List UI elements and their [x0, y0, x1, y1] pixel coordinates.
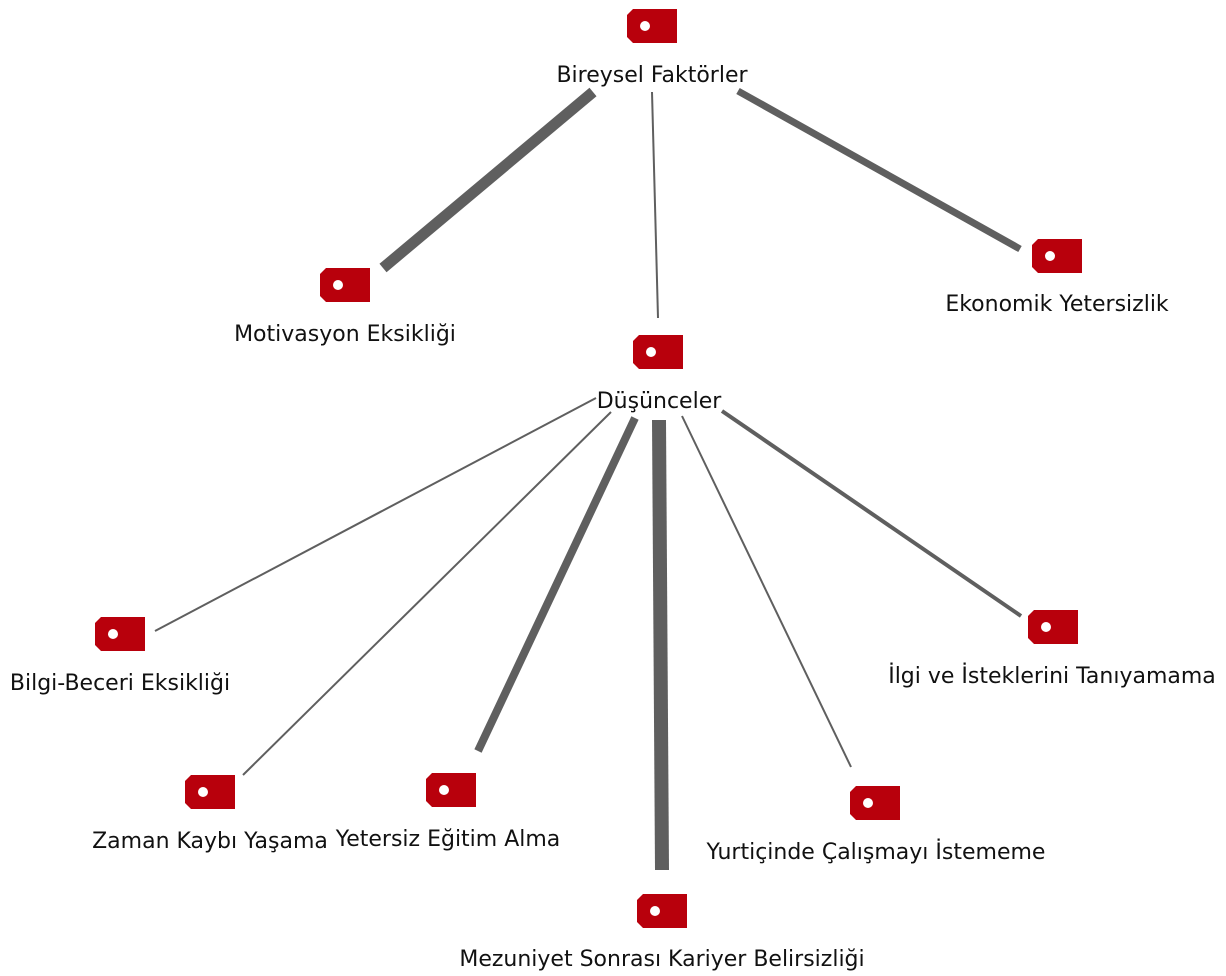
node-label-mezuniyet-sonrasi-kariyer-belirsizligi: Mezuniyet Sonrası Kariyer Belirsizliği	[459, 947, 864, 972]
node-label-zaman-kaybi-yasama: Zaman Kaybı Yaşama	[92, 829, 328, 854]
node-label-bilgi-beceri-eksikligi: Bilgi-Beceri Eksikliği	[10, 671, 230, 696]
edge-dusunceler-ilgi	[720, 409, 1023, 618]
tag-icon[interactable]	[637, 894, 687, 928]
node-label-ekonomik-yetersizlik: Ekonomik Yetersizlik	[945, 292, 1169, 317]
edge-dusunceler-zaman	[242, 411, 612, 776]
tag-icon[interactable]	[627, 9, 677, 43]
node-label-bireysel-faktorler: Bireysel Faktörler	[556, 63, 748, 88]
edge-bireysel-motivasyon	[379, 87, 597, 273]
edge-dusunceler-yurtici	[681, 415, 852, 768]
node-label-ilgi-ve-isteklerini-taniyamama: İlgi ve İsteklerini Tanıyamama	[888, 663, 1216, 689]
tag-icon[interactable]	[95, 617, 145, 651]
tag-icon[interactable]	[1028, 610, 1078, 644]
edge-bireysel-dusunceler	[651, 91, 659, 319]
edge-bireysel-ekonomik	[736, 87, 1022, 253]
tag-icon[interactable]	[850, 786, 900, 820]
edge-dusunceler-yetersiz	[474, 416, 639, 753]
edge-dusunceler-bilgi	[154, 397, 597, 632]
edge-dusunceler-mezuniyet	[652, 419, 669, 871]
node-label-dusunceler: Düşünceler	[597, 389, 723, 414]
tag-icon[interactable]	[1032, 239, 1082, 273]
node-label-yurticinde-calismayi-istememe: Yurtiçinde Çalışmayı İstememe	[706, 839, 1046, 865]
tag-icon[interactable]	[426, 773, 476, 807]
nodes: Bireysel Faktörler Motivasyon Eksikliği …	[10, 9, 1216, 972]
node-label-motivasyon-eksikligi: Motivasyon Eksikliği	[234, 322, 456, 347]
tag-icon[interactable]	[633, 335, 683, 369]
tag-icon[interactable]	[185, 775, 235, 809]
tag-icon[interactable]	[320, 268, 370, 302]
node-label-yetersiz-egitim-alma: Yetersiz Eğitim Alma	[335, 827, 561, 852]
edges	[154, 87, 1023, 871]
